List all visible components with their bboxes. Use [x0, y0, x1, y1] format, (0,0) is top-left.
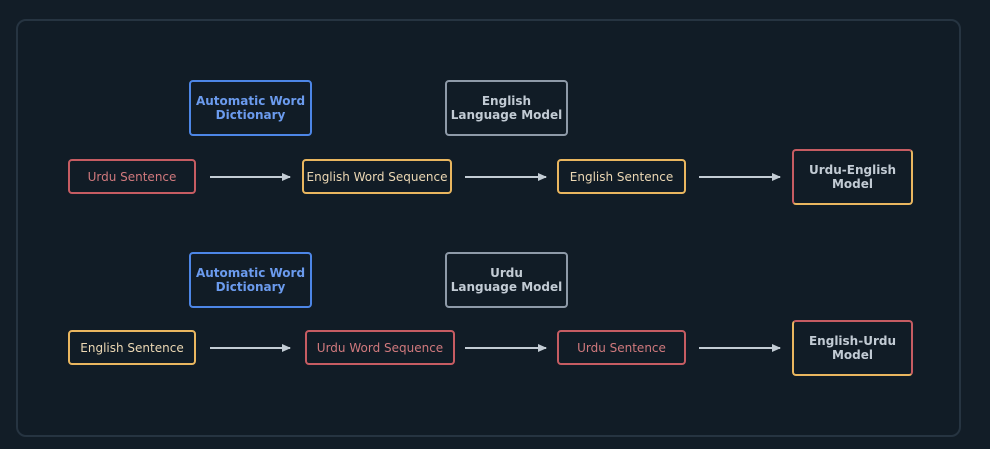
- row1-source-box: Urdu Sentence: [68, 159, 196, 194]
- diagram-frame: [16, 19, 961, 437]
- row2-dictionary-box: Automatic Word Dictionary: [189, 252, 312, 308]
- row2-word-sequence-box: Urdu Word Sequence: [305, 330, 455, 365]
- row1-language-model-box: English Language Model: [445, 80, 568, 136]
- row1-word-sequence-box: English Word Sequence: [302, 159, 452, 194]
- row2-language-model-box: Urdu Language Model: [445, 252, 568, 308]
- row1-dictionary-box: Automatic Word Dictionary: [189, 80, 312, 136]
- row2-target-box: Urdu Sentence: [557, 330, 686, 365]
- row1-model-box: Urdu-English Model: [792, 149, 913, 205]
- row2-model-box: English-Urdu Model: [792, 320, 913, 376]
- row1-target-box: English Sentence: [557, 159, 686, 194]
- row2-source-box: English Sentence: [68, 330, 196, 365]
